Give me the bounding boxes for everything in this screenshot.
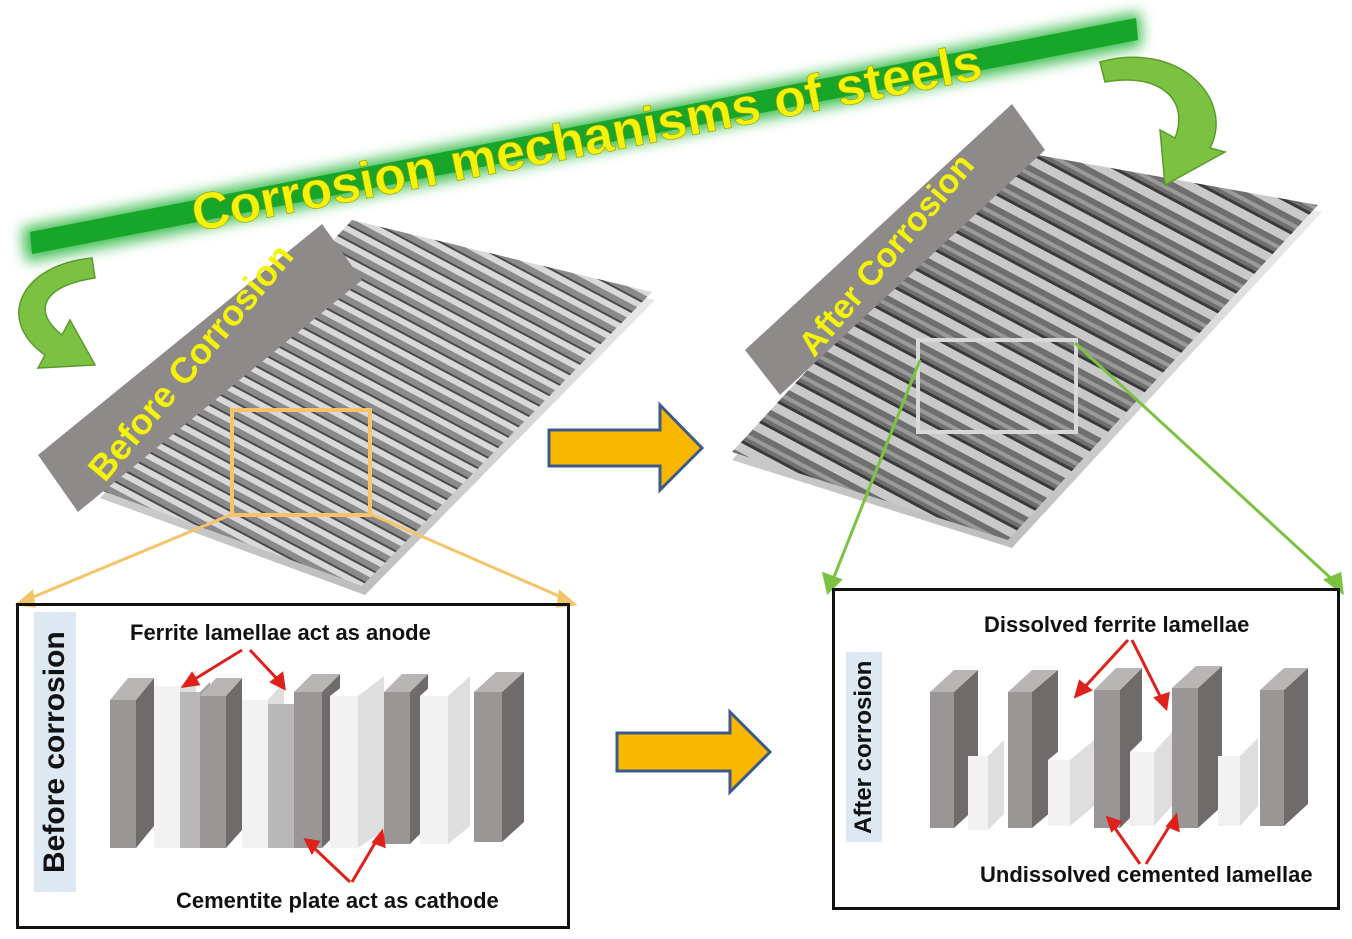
before-zoom-lines [14, 511, 578, 608]
after-banner-shape [745, 104, 1045, 395]
after-top-annotation: Dissolved ferrite lamellae [984, 612, 1250, 637]
after-bottom-annotation: Undissolved cemented lamellae [980, 862, 1313, 887]
before-panel-side-label: Before corrosion [34, 612, 76, 892]
before-top-annotation: Ferrite lamellae act as anode [130, 620, 431, 645]
process-arrow-icon-top [547, 401, 705, 494]
after-zoom-box [916, 338, 1078, 434]
title-band [22, 12, 1142, 262]
before-lamellae-blocks [110, 670, 524, 848]
after-zoom-lines [821, 341, 1344, 596]
after-lamellae-blocks [930, 666, 1308, 830]
annotation-arrows-before [180, 648, 386, 884]
after-panel-side-label: After corrosion [846, 652, 882, 842]
process-arrow-icon-bottom [615, 708, 773, 796]
after-corrosion-plate [732, 150, 1322, 548]
before-corrosion-panel [16, 603, 570, 929]
diagram-title: Corrosion mechanisms of steels [187, 33, 987, 243]
before-corrosion-plate [100, 220, 655, 595]
annotation-arrows-after [1073, 638, 1180, 865]
after-corrosion-panel [832, 588, 1340, 910]
before-zoom-box [230, 408, 372, 517]
right-curved-arrow-icon [1099, 56, 1227, 187]
before-banner-shape [38, 224, 362, 512]
before-bottom-annotation: Cementite plate act as cathode [176, 888, 499, 913]
left-curved-arrow-icon [18, 257, 97, 369]
